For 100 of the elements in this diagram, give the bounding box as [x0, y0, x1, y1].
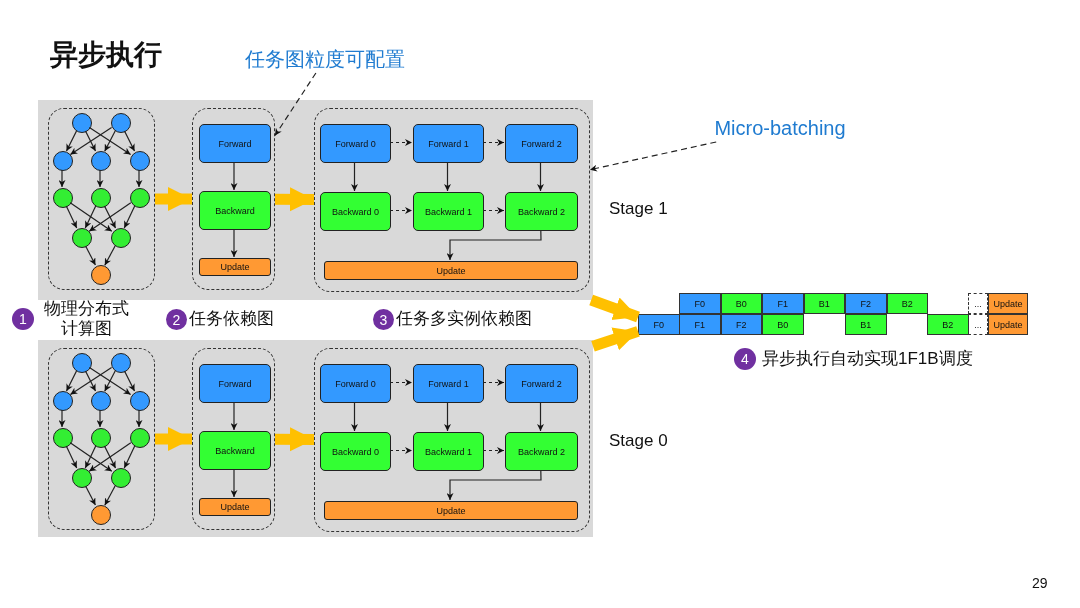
arrow	[351, 161, 358, 192]
arrow	[69, 366, 113, 396]
step-caption: 任务多实例依赖图	[396, 308, 532, 330]
schedule-cell: F2	[720, 314, 762, 335]
arrow	[88, 442, 132, 472]
arrow	[537, 161, 544, 192]
graph-node-circle	[111, 353, 131, 373]
arrow	[444, 161, 451, 192]
dashed-group-box	[48, 108, 155, 290]
task-box: Backward	[199, 191, 271, 230]
graph-node-circle	[72, 468, 92, 488]
task-box: Update	[324, 501, 578, 520]
task-box: Backward 1	[413, 432, 484, 471]
arrow	[135, 409, 143, 428]
arrow	[230, 228, 238, 258]
schedule-cell: B1	[845, 314, 887, 335]
task-box: Backward 1	[413, 192, 484, 231]
schedule-cell: F2	[845, 293, 887, 314]
arrow	[85, 245, 96, 266]
arrow	[389, 447, 413, 454]
stage-label: Stage 1	[609, 199, 668, 219]
graph-node-circle	[130, 188, 150, 208]
arrow	[104, 485, 116, 506]
arrow	[482, 447, 505, 454]
dashed-group-box	[314, 348, 590, 532]
arrow	[230, 468, 238, 498]
graph-node-circle	[53, 428, 73, 448]
graph-node-circle	[130, 151, 150, 171]
arrow	[104, 245, 116, 266]
task-box: Forward 1	[413, 124, 484, 163]
schedule-cell: B1	[803, 293, 845, 314]
leader-arrow	[274, 72, 317, 137]
arrow	[69, 126, 113, 156]
slide-title: 异步执行	[50, 38, 162, 72]
callout-text: Micro-batching	[698, 114, 862, 142]
schedule-cell: F1	[762, 293, 804, 314]
task-box: Forward	[199, 124, 271, 163]
arrow	[88, 366, 132, 396]
block-arrow	[275, 187, 314, 212]
graph-node-circle	[111, 113, 131, 133]
task-box: Backward 2	[505, 432, 578, 471]
arrow	[84, 205, 97, 229]
arrow	[123, 130, 136, 152]
arrow	[103, 205, 117, 229]
stage-label: Stage 0	[609, 430, 668, 451]
arrow	[69, 202, 113, 232]
graph-node-circle	[72, 228, 92, 248]
task-box: Update	[324, 261, 578, 280]
arrow	[482, 139, 505, 146]
arrow	[65, 205, 78, 229]
dashed-group-box	[314, 108, 590, 292]
block-arrow	[589, 294, 640, 323]
arrow	[389, 379, 413, 386]
arrow	[96, 169, 104, 188]
arrow	[84, 370, 97, 392]
schedule-cell: B2	[886, 293, 928, 314]
arrow	[88, 202, 132, 232]
graph-node-circle	[111, 228, 131, 248]
step-caption: 任务依赖图	[189, 308, 274, 330]
schedule-cell: B0	[720, 293, 762, 314]
graph-node-circle	[130, 428, 150, 448]
task-box: Forward 2	[505, 364, 578, 403]
graph-node-circle	[130, 391, 150, 411]
arrow	[104, 130, 116, 152]
arrow	[123, 445, 136, 469]
task-box: Backward 0	[320, 432, 391, 471]
schedule-cell: F1	[679, 314, 721, 335]
arrow	[58, 409, 66, 428]
step-number-badge: 2	[166, 309, 187, 330]
block-arrow	[591, 326, 640, 352]
graph-node-circle	[72, 113, 92, 133]
arrow	[88, 126, 132, 156]
graph-node-circle	[111, 468, 131, 488]
step-caption: 物理分布式计算图	[42, 299, 130, 339]
step-number-badge: 4	[734, 348, 756, 370]
dashed-group-box	[192, 348, 275, 530]
arrow	[65, 370, 78, 392]
step-number-badge: 1	[12, 308, 34, 330]
graph-node-circle	[53, 151, 73, 171]
task-box: Backward	[199, 431, 271, 470]
schedule-cell: B2	[927, 314, 969, 335]
arrow	[351, 401, 358, 432]
arrow	[482, 379, 505, 386]
arrow	[537, 401, 544, 432]
arrow	[230, 401, 238, 431]
task-box: Forward 1	[413, 364, 484, 403]
arrow	[58, 169, 66, 188]
arrow	[65, 130, 78, 152]
graph-node-circle	[91, 428, 111, 448]
task-box: Forward 2	[505, 124, 578, 163]
arrow	[482, 207, 505, 214]
arrow	[85, 485, 96, 506]
schedule-cell: F0	[638, 314, 680, 335]
arrow	[69, 442, 113, 472]
graph-node-circle	[53, 188, 73, 208]
block-arrow	[155, 187, 192, 211]
callout-text: 任务图粒度可配置	[236, 45, 414, 73]
block-arrow	[275, 427, 314, 452]
schedule-cell: Update	[988, 293, 1028, 314]
graph-node-circle	[91, 265, 111, 285]
